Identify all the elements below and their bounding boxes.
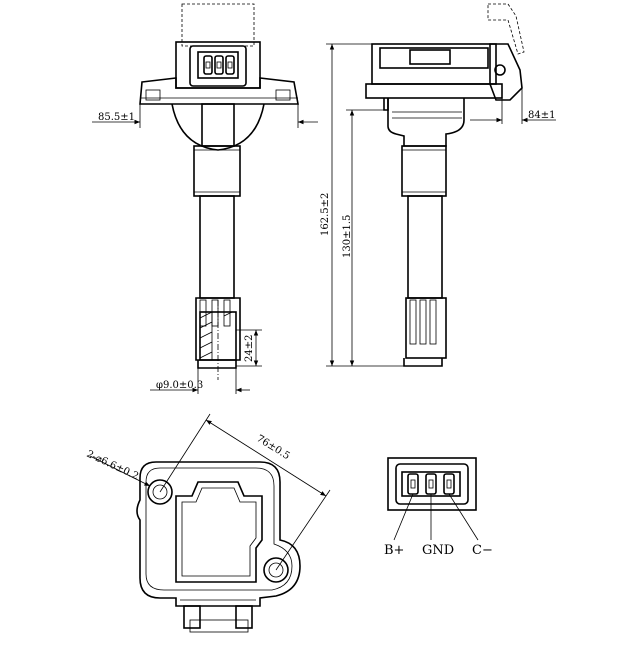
dimension-boot-length: 24±2 xyxy=(236,329,262,367)
pin-label-c-minus: C− xyxy=(472,543,493,558)
front-view xyxy=(139,3,299,380)
pin-label-b-plus: B+ xyxy=(384,543,404,558)
dimension-mount-holes-label: 2-⌀6.6±0.2 xyxy=(85,449,140,483)
dimension-width-base-label: 85.5±1 xyxy=(98,112,135,123)
dimension-width-side-label: 84±1 xyxy=(528,110,555,121)
side-view xyxy=(365,3,525,367)
dimension-length-body: 130±1.5 xyxy=(342,109,384,366)
dimension-length-body-label: 130±1.5 xyxy=(342,215,353,258)
plan-view xyxy=(136,461,301,633)
dimension-width-base: 85.5±1 xyxy=(92,104,318,128)
dimension-length-total: 162.5±2 xyxy=(320,43,404,367)
dimension-tip-diameter: φ9.0±0.3 xyxy=(150,368,250,394)
pin-label-gnd: GND xyxy=(422,543,454,558)
dimension-width-side: 84±1 xyxy=(470,88,556,124)
dimension-boot-length-label: 24±2 xyxy=(244,335,255,362)
dimension-hole-spacing: 76±0.5 xyxy=(159,413,331,571)
connector-pinout: B+ GND C− xyxy=(384,457,493,558)
dimension-tip-diameter-label: φ9.0±0.3 xyxy=(156,380,203,391)
dimension-length-total-label: 162.5±2 xyxy=(320,193,331,236)
dimension-hole-spacing-label: 76±0.5 xyxy=(254,433,291,462)
